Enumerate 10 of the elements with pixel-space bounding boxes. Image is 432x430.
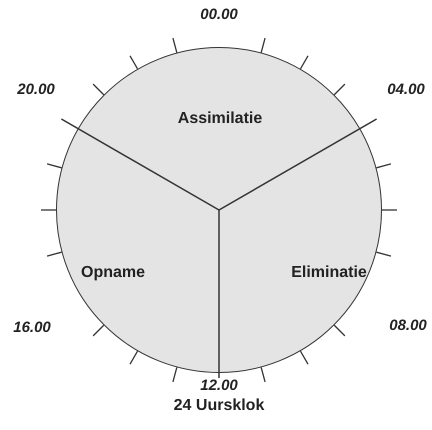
hour-label: 16.00: [13, 318, 51, 338]
sector-label: Opname: [81, 261, 145, 285]
hour-label: 20.00: [17, 80, 55, 100]
sector-label: Assimilatie: [178, 107, 262, 131]
hour-label: 00.00: [200, 4, 238, 25]
hour-label: 08.00: [389, 316, 427, 336]
caption: 24 Uursklok: [174, 396, 264, 416]
hour-label: 12.00: [200, 376, 238, 396]
hour-label: 04.00: [387, 80, 425, 100]
sector-label: Eliminatie: [291, 261, 367, 285]
